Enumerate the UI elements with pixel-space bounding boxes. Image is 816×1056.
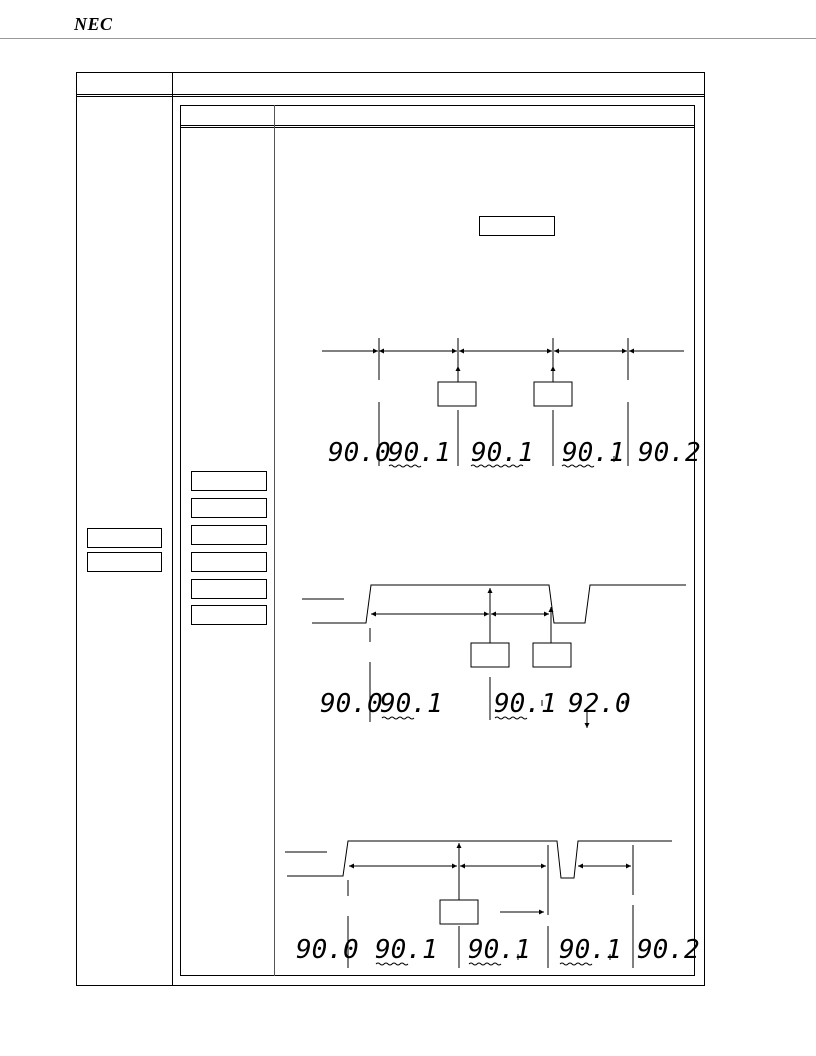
diag2-readouts: 90.0 90.1 90.1 92.0 xyxy=(320,689,631,719)
diag1-key-box-2 xyxy=(533,381,573,407)
outer-table xyxy=(76,72,705,986)
inner-label-box-1 xyxy=(191,471,267,491)
diag2-key-box-2 xyxy=(532,642,572,668)
diag1-readout-5: 90.2 xyxy=(638,438,701,468)
nec-logo: NEC xyxy=(74,14,113,34)
inner-label-box-4 xyxy=(191,552,267,572)
diag3-readout-2: 90.1 xyxy=(375,935,438,965)
left-label-box-1 xyxy=(87,528,162,548)
diag3-blink-mark-1 xyxy=(375,962,409,966)
diag3-key-box xyxy=(439,899,479,925)
diag3-readout-5: 90.2 xyxy=(637,935,700,965)
diag3-signal-waveform xyxy=(287,840,672,879)
diag1-key-box-1 xyxy=(437,381,477,407)
diag1-readout-3: 90.1 xyxy=(471,438,534,468)
diag1-blink-mark-1 xyxy=(388,464,422,468)
diag2-signal-waveform xyxy=(312,584,686,624)
diag1-readout-2: 90.1 xyxy=(388,438,451,468)
diag2-blink-mark-1 xyxy=(381,716,415,720)
diag1-readouts: 90.0 90.1 90.1 90.1 90.2 xyxy=(328,438,701,468)
diag3-readout-4: 90.1 xyxy=(559,935,622,965)
diag2-key-box-1 xyxy=(470,642,510,668)
diag3-readout-3: 90.1 xyxy=(468,935,531,965)
diag3-blink-mark-3 xyxy=(559,962,593,966)
diag2-blink-mark-2 xyxy=(494,716,528,720)
diag2-readout-3: 90.1 xyxy=(494,689,557,719)
inner-label-box-6 xyxy=(191,605,267,625)
diag1-blink-mark-3 xyxy=(561,464,595,468)
inner-label-box-3 xyxy=(191,525,267,545)
diag3-blink-mark-2 xyxy=(468,962,502,966)
diag1-readout-4: 90.1 xyxy=(562,438,625,468)
diag3-readouts: 90.0 90.1 90.1 90.1 90.2 xyxy=(296,935,700,965)
left-label-box-2 xyxy=(87,552,162,572)
timing-diagram-3 xyxy=(285,840,672,968)
diag1-blink-mark-2 xyxy=(470,464,524,468)
diag2-readout-2: 90.1 xyxy=(380,689,443,719)
inner-label-box-5 xyxy=(191,579,267,599)
diag2-readout-1: 90.0 xyxy=(320,689,383,719)
timing-diagram-2 xyxy=(302,584,686,728)
key-label-box xyxy=(479,216,555,236)
inner-label-box-2 xyxy=(191,498,267,518)
inner-header-rule xyxy=(180,125,695,128)
outer-column-divider xyxy=(172,72,173,986)
diag1-readout-1: 90.0 xyxy=(328,438,391,468)
outer-header-rule xyxy=(76,94,705,97)
diag2-readout-4: 92.0 xyxy=(568,689,631,719)
header-rule xyxy=(0,38,816,39)
timing-diagram-1 xyxy=(322,338,684,468)
inner-column-divider xyxy=(274,105,275,976)
diag3-readout-1: 90.0 xyxy=(296,935,359,965)
inner-table xyxy=(180,105,695,976)
